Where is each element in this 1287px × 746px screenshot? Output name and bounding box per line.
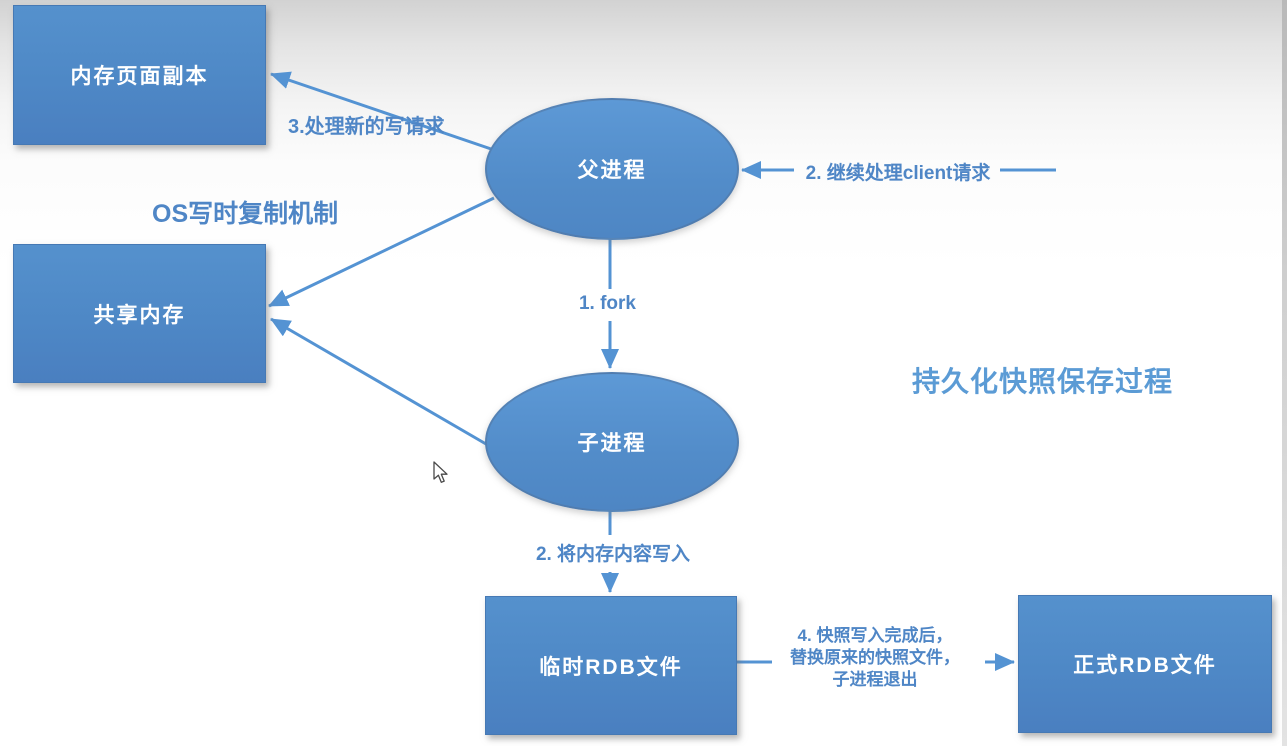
edge-label-replace-line3: 子进程退出	[832, 670, 918, 689]
mouse-cursor	[432, 461, 452, 490]
node-temp-rdb-file: 临时RDB文件	[485, 596, 737, 735]
connector-parent-to-memory-copy	[270, 71, 498, 153]
node-temp-rdb-file-label: 临时RDB文件	[539, 655, 683, 679]
node-final-rdb-file: 正式RDB文件	[1018, 595, 1272, 733]
edge-label-replace-line2: 替换原来的快照文件，	[790, 648, 960, 667]
edge-label-replace-snapshot: 4. 快照写入完成后， 替换原来的快照文件， 子进程退出	[750, 625, 1000, 691]
node-shared-memory: 共享内存	[13, 244, 266, 383]
edge-label-new-write-requests: 3.处理新的写请求	[288, 116, 445, 138]
diagram-title: 持久化快照保存过程	[912, 366, 1174, 397]
node-parent-process: 父进程	[485, 98, 739, 240]
connector-child-to-shared-memory	[270, 317, 487, 446]
edge-label-memory-write: 2. 将内存内容写入	[535, 544, 691, 565]
cursor-arrow-icon	[433, 461, 448, 483]
node-memory-page-copy-label: 内存页面副本	[70, 65, 209, 88]
node-memory-page-copy: 内存页面副本	[13, 5, 266, 145]
edge-label-client-requests: 2. 继续处理client请求	[805, 163, 991, 184]
node-parent-process-label: 父进程	[577, 159, 647, 182]
node-final-rdb-file-label: 正式RDB文件	[1073, 654, 1217, 677]
screen-right-edge	[1282, 0, 1287, 746]
connector-parent-to-shared-memory	[268, 196, 495, 308]
node-shared-memory-label: 共享内存	[93, 303, 186, 327]
node-child-process: 子进程	[485, 372, 739, 512]
edge-label-fork: 1. fork	[578, 293, 637, 314]
node-child-process-label: 子进程	[577, 432, 647, 455]
edge-label-replace-line1: 4. 快照写入完成后，	[797, 626, 953, 645]
annotation-copy-on-write: OS写时复制机制	[152, 200, 339, 228]
